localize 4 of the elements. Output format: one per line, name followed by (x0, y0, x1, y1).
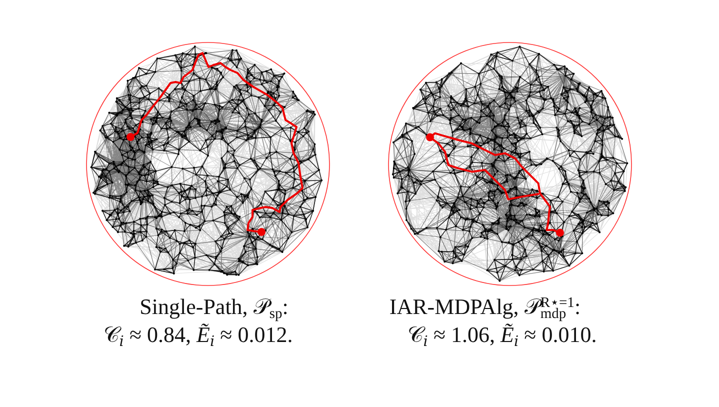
caption-metrics: 𝒞$_{𝑖}$ ≈ 0.84, Ẽ$_{𝑖}$ ≈ 0.012. (103, 322, 293, 347)
caption-metrics: 𝒞$_{𝑖}$ ≈ 1.06, Ẽ$_{𝑖}$ ≈ 0.010. (407, 322, 597, 347)
caption-title: IAR-MDPAlg, 𝒫$_{mdp}$$^{R⋆=1}$: (389, 294, 581, 319)
caption-title: Single-Path, 𝒫$_{sp}$: (140, 294, 288, 319)
